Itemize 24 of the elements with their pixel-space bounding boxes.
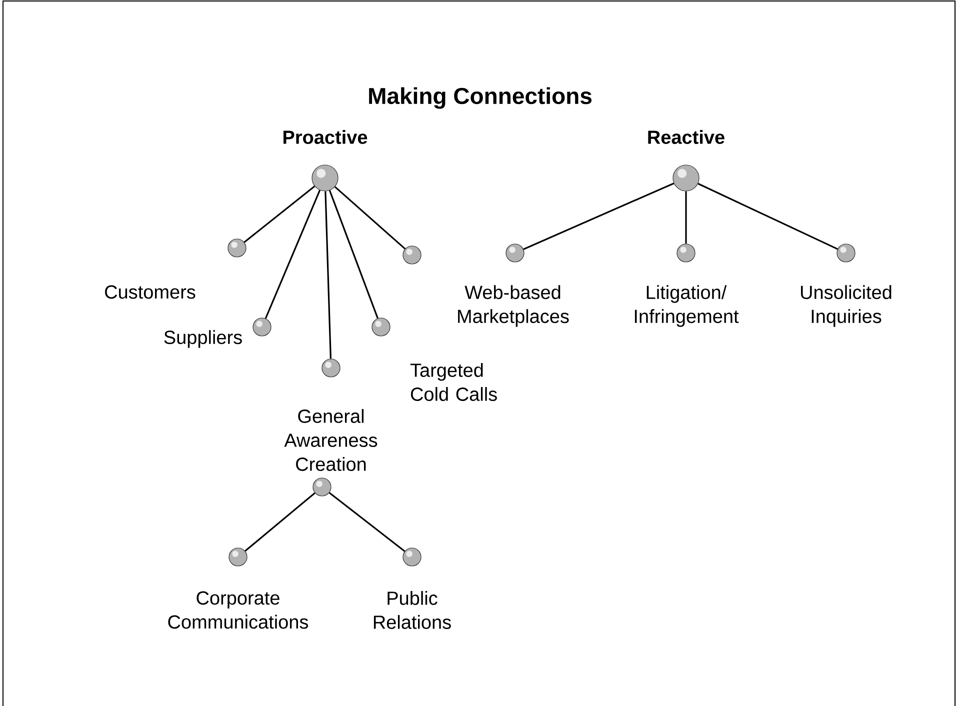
node-label: Public Relations — [374, 591, 451, 629]
sphere — [402, 246, 422, 264]
node-label: Targeted Cold Calls — [410, 363, 497, 401]
node-label: Suppliers — [164, 330, 242, 348]
connector-line — [264, 190, 321, 319]
connector-line — [334, 186, 406, 250]
node-label: Unsolicited Inquiries — [801, 285, 892, 327]
connector-line — [328, 492, 406, 552]
connector-line — [523, 182, 674, 250]
node-label: Litigation/ Infringement — [634, 285, 739, 327]
node-label: General Awareness Creation — [284, 409, 378, 471]
title: Making Connections — [369, 87, 592, 109]
connector-line — [698, 182, 838, 250]
connector-line — [328, 190, 378, 319]
heading: Proactive — [284, 130, 368, 144]
sphere — [312, 478, 332, 496]
connector-line — [324, 191, 332, 359]
connector-line — [685, 191, 687, 244]
connector-line — [244, 492, 316, 552]
heading: Reactive — [648, 130, 724, 144]
connector-line — [244, 186, 316, 243]
node-label: Web-based Marketplaces — [458, 285, 569, 327]
node-label: Customers — [105, 285, 196, 299]
node-label: Corporate Communications — [168, 591, 308, 629]
